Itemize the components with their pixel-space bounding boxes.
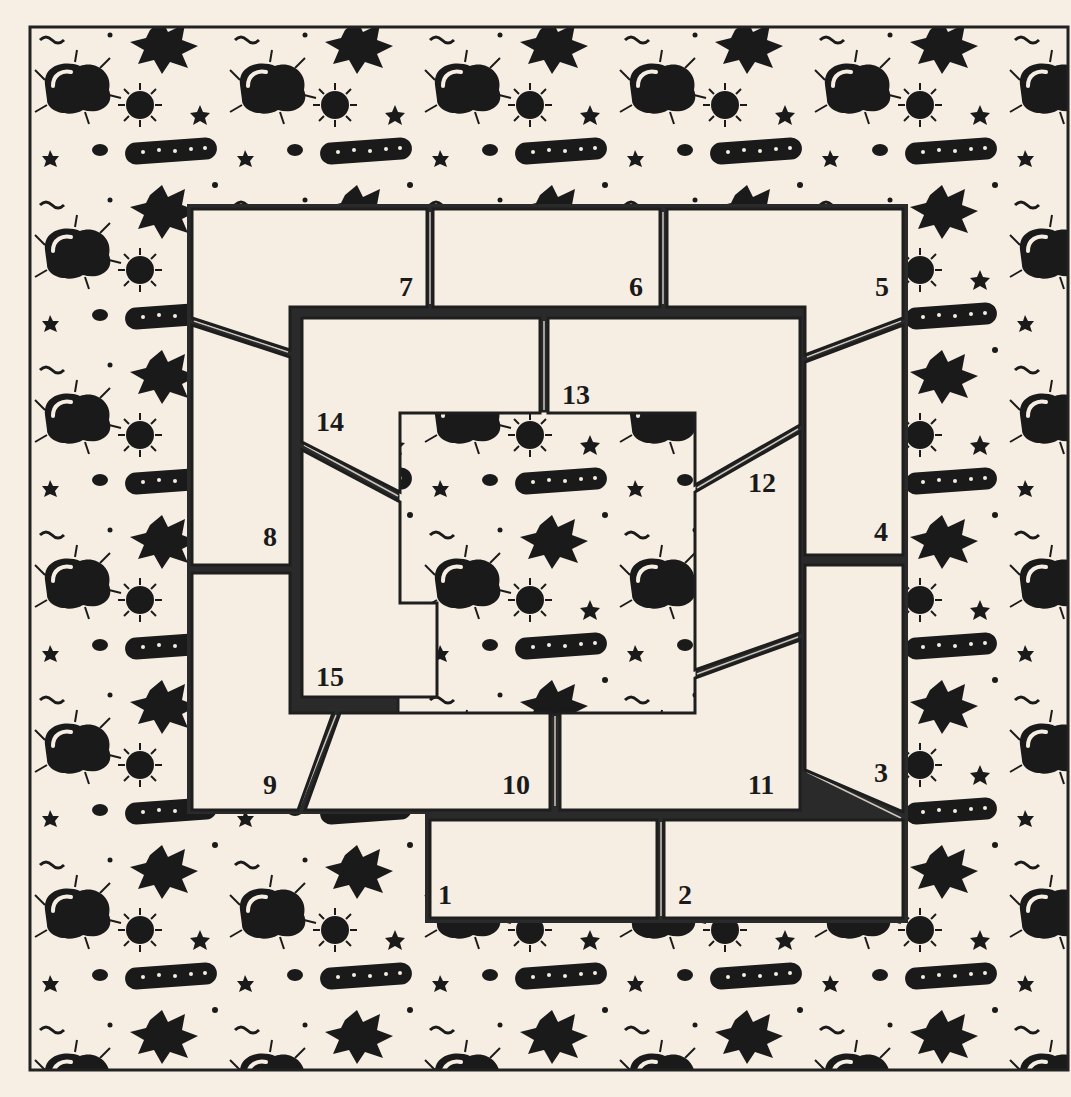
board-space: 11 (560, 640, 800, 810)
space-number: 15 (316, 663, 344, 691)
board-space: 1 (430, 820, 657, 918)
space-number: 14 (316, 408, 344, 436)
space-number: 3 (874, 759, 888, 787)
board-space: 6 (433, 209, 660, 307)
space-outline (805, 565, 903, 812)
space-outline (302, 318, 540, 492)
space-outline (430, 820, 657, 918)
space-number: 8 (263, 523, 277, 551)
space-number: 4 (874, 518, 888, 546)
board-space: 14 (302, 318, 540, 492)
space-number: 6 (629, 273, 643, 301)
board-space: 2 (664, 820, 903, 918)
space-number: 1 (438, 881, 452, 909)
space-number: 7 (399, 273, 413, 301)
board-space: 13 (548, 318, 800, 485)
board-space: 8 (192, 325, 290, 565)
space-number: 9 (263, 771, 277, 799)
board-space: 3 (805, 565, 903, 812)
board-space: 10 (305, 713, 550, 810)
space-outline (433, 209, 660, 307)
space-outline (805, 325, 903, 555)
space-number: 10 (502, 771, 530, 799)
board-space: 15 (302, 450, 437, 697)
space-number: 12 (748, 469, 776, 497)
space-number: 13 (562, 381, 590, 409)
space-outline (302, 450, 437, 697)
space-number: 11 (748, 771, 774, 799)
space-outline (664, 820, 903, 918)
board-space: 4 (805, 325, 903, 555)
space-number: 2 (678, 881, 692, 909)
space-number: 5 (875, 273, 889, 301)
